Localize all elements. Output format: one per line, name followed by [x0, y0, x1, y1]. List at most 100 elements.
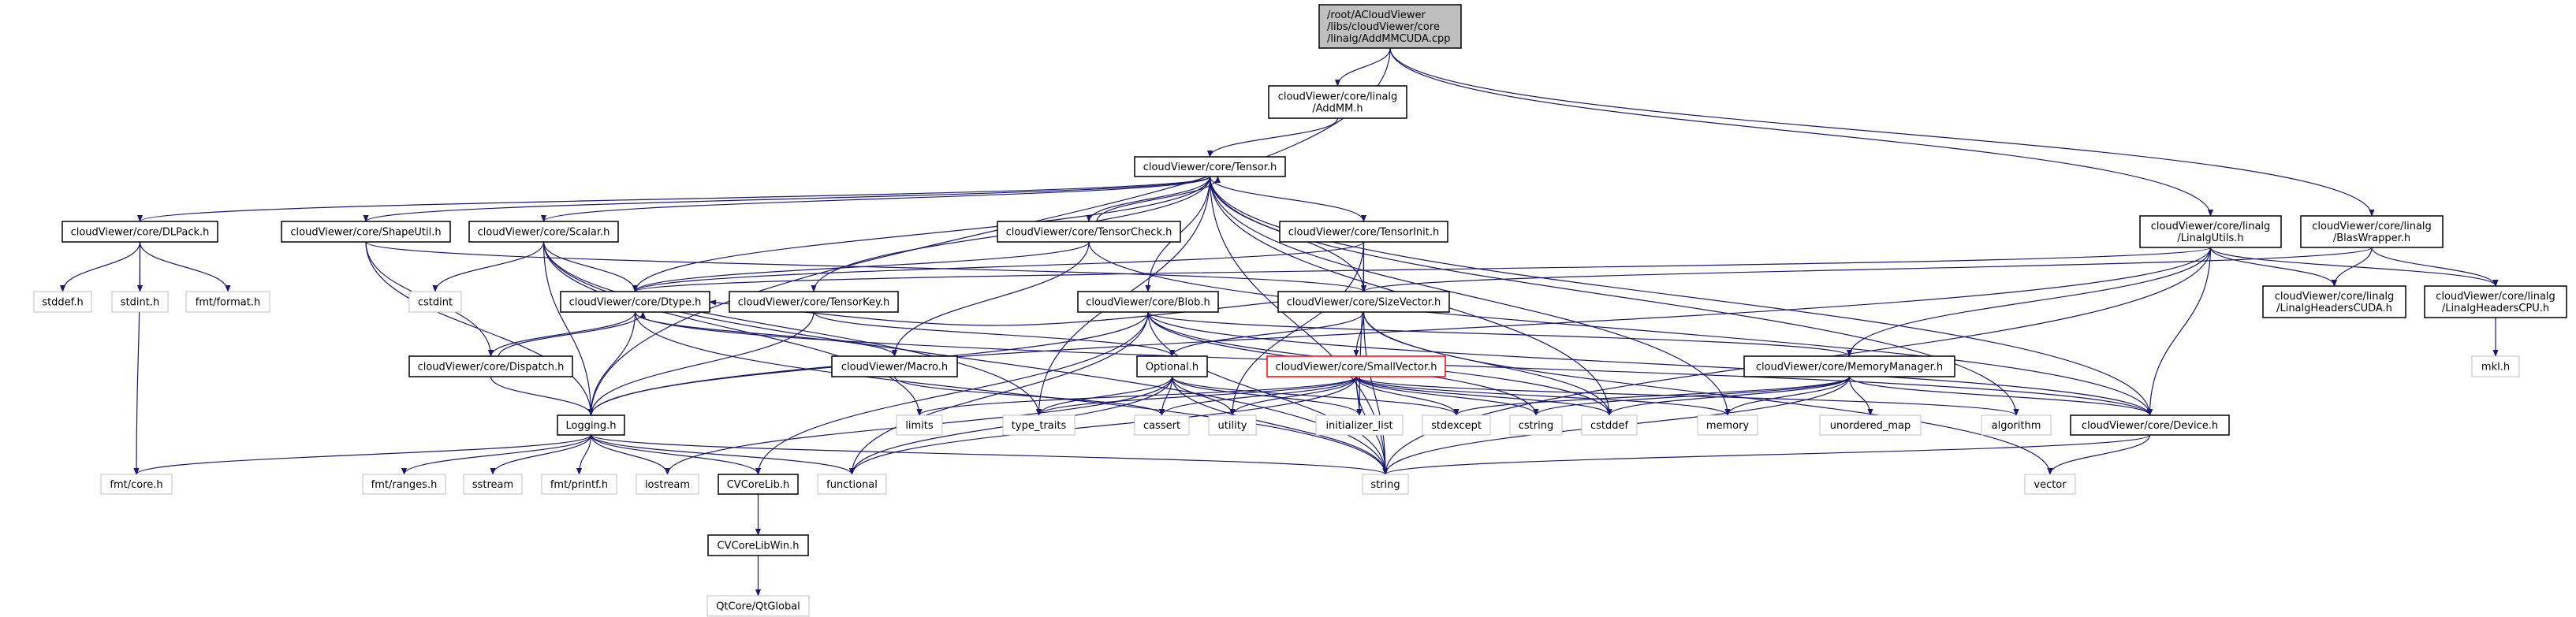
node-dtype[interactable]: cloudViewer/core/Dtype.h: [560, 291, 710, 313]
edge-linalgutils-to-dtype: [632, 247, 2212, 292]
edge-smallvector-to-functional: [848, 376, 1357, 475]
node-label: cstddef: [1590, 420, 1629, 432]
edge-sizevector-to-optional: [1169, 311, 1365, 357]
edge-tensor-to-algorithm: [1209, 176, 2019, 416]
node-label: CVCoreLibWin.h: [718, 541, 800, 552]
edge-memorymanager-to-cstring: [1533, 376, 1851, 416]
node-root[interactable]: /root/ACloudViewer/libs/cloudViewer/core…: [1318, 4, 1462, 49]
node-label: cloudViewer/core/SmallVector.h: [1275, 362, 1437, 374]
node-linalgcuda[interactable]: cloudViewer/core/linalg/LinalgHeadersCUD…: [2262, 285, 2406, 318]
node-label: mkl.h: [2481, 362, 2510, 374]
node-shapeutil[interactable]: cloudViewer/core/ShapeUtil.h: [281, 221, 451, 243]
node-label: memory: [1706, 420, 1750, 432]
edge-tensor-to-tensorcheck: [1086, 176, 1211, 222]
node-label: cloudViewer/core/linalg: [2312, 221, 2432, 232]
node-label: Optional.h: [1146, 362, 1199, 374]
node-box: [2300, 215, 2444, 248]
node-box: [408, 291, 462, 313]
node-box: [2262, 285, 2406, 318]
node-cvcorelibwin[interactable]: CVCoreLibWin.h: [707, 534, 809, 556]
node-scalar[interactable]: cloudViewer/core/Scalar.h: [468, 221, 619, 243]
node-box: [185, 291, 270, 313]
node-box: [636, 474, 699, 495]
edge-tensor-to-device: [1209, 176, 2153, 416]
node-box: [408, 355, 573, 377]
edge-tensor-to-dlpack: [137, 176, 1211, 222]
edge-tensor-to-memory: [1209, 176, 1731, 416]
edge-blob-to-cvcorelib: [755, 311, 1149, 475]
edge-smallvector-to-memory: [1355, 376, 1731, 416]
edge-blob-to-device: [1147, 311, 2153, 416]
node-macro[interactable]: cloudViewer/Macro.h: [831, 355, 958, 377]
edge-macro-to-cassert: [893, 376, 1165, 416]
node-box: [557, 414, 625, 436]
node-dlpack[interactable]: cloudViewer/core/DLPack.h: [62, 221, 218, 243]
node-label: utility: [1218, 420, 1247, 432]
edge-logging-to-cvcorelib: [590, 434, 762, 475]
node-label: cloudViewer/core/Blob.h: [1086, 297, 1210, 309]
node-fmtcore: fmt/core.h: [100, 474, 173, 495]
node-label: unordered_map: [1830, 420, 1911, 432]
edge-linalgutils-to-device: [2146, 247, 2212, 416]
node-box: [1277, 291, 1450, 313]
edge-memorymanager-to-stdexcept: [1453, 376, 1851, 416]
node-label: cloudViewer/core/Tensor.h: [1143, 162, 1277, 173]
node-label: cloudViewer/core/Dispatch.h: [418, 362, 565, 374]
node-box: [1315, 414, 1404, 436]
node-cvcorelib[interactable]: CVCoreLib.h: [718, 474, 799, 495]
node-blob[interactable]: cloudViewer/core/Blob.h: [1077, 291, 1219, 313]
node-box: [2024, 474, 2076, 495]
node-box: [362, 474, 446, 495]
node-box: [1279, 221, 1448, 243]
node-box: [62, 221, 218, 243]
node-box: [100, 474, 173, 495]
node-box: [1819, 414, 1922, 436]
node-optional[interactable]: Optional.h: [1136, 355, 1208, 377]
edge-blob-to-string: [1147, 311, 1389, 475]
edge-blob-to-functional: [848, 311, 1149, 475]
node-sizevector[interactable]: cloudViewer/core/SizeVector.h: [1277, 291, 1450, 313]
node-label: vector: [2034, 479, 2067, 491]
node-label: limits: [905, 420, 934, 432]
node-box: [729, 291, 899, 313]
node-fmtprintf: fmt/printf.h: [541, 474, 617, 495]
node-mklh: mkl.h: [2471, 355, 2520, 377]
edge-tensorcheck-to-device: [1088, 241, 2153, 416]
node-fmtformat: fmt/format.h: [185, 291, 270, 313]
edge-logging-to-fmtranges: [401, 434, 592, 475]
node-addmm[interactable]: cloudViewer/core/linalg/AddMM.h: [1268, 85, 1407, 119]
edge-addmm-to-tensor: [1206, 117, 1339, 158]
node-smallvector[interactable]: cloudViewer/core/SmallVector.h: [1266, 355, 1446, 377]
edge-dtype-to-macro: [634, 311, 898, 357]
node-tensorinit[interactable]: cloudViewer/core/TensorInit.h: [1279, 221, 1448, 243]
edge-dlpack-to-fmtformat: [139, 241, 231, 292]
node-blaswrapper[interactable]: cloudViewer/core/linalg/BlasWrapper.h: [2300, 215, 2444, 248]
node-qtglobal: QtCore/QtGlobal: [706, 595, 810, 617]
node-linalgcpu[interactable]: cloudViewer/core/linalg/LinalgHeadersCPU…: [2424, 285, 2567, 318]
node-initlist: initializer_list: [1315, 414, 1404, 436]
node-label: cloudViewer/core/Scalar.h: [478, 227, 610, 239]
node-box: [2424, 285, 2567, 318]
node-dispatch[interactable]: cloudViewer/core/Dispatch.h: [408, 355, 573, 377]
node-linalgutils[interactable]: cloudViewer/core/linalg/LinalgUtils.h: [2139, 215, 2282, 248]
node-tensorcheck[interactable]: cloudViewer/core/TensorCheck.h: [997, 221, 1181, 243]
edges-layer: [59, 47, 2499, 597]
node-label: sstream: [472, 479, 513, 491]
node-tensorkey[interactable]: cloudViewer/core/TensorKey.h: [729, 291, 899, 313]
edge-optional-to-initlist: [1171, 376, 1363, 416]
node-device[interactable]: cloudViewer/core/Device.h: [2070, 414, 2230, 436]
edge-dtype-to-string: [634, 311, 1389, 475]
node-memorymanager[interactable]: cloudViewer/core/MemoryManager.h: [1743, 355, 1955, 377]
edge-device-to-vector: [2047, 434, 2151, 475]
edge-dtype-to-logging: [587, 311, 636, 416]
edge-linalgutils-to-logging: [588, 247, 2212, 416]
node-tensor[interactable]: cloudViewer/core/Tensor.h: [1134, 156, 1286, 177]
node-string: string: [1362, 474, 1409, 495]
node-logging[interactable]: Logging.h: [557, 414, 625, 436]
edge-tensorinit-to-dtype: [632, 241, 1365, 292]
node-label: stdint.h: [121, 297, 159, 309]
node-label: cloudViewer/core/Device.h: [2082, 420, 2218, 432]
node-cstdint: cstdint: [408, 291, 462, 313]
node-box: [281, 221, 451, 243]
node-stdexcept: stdexcept: [1422, 414, 1491, 436]
